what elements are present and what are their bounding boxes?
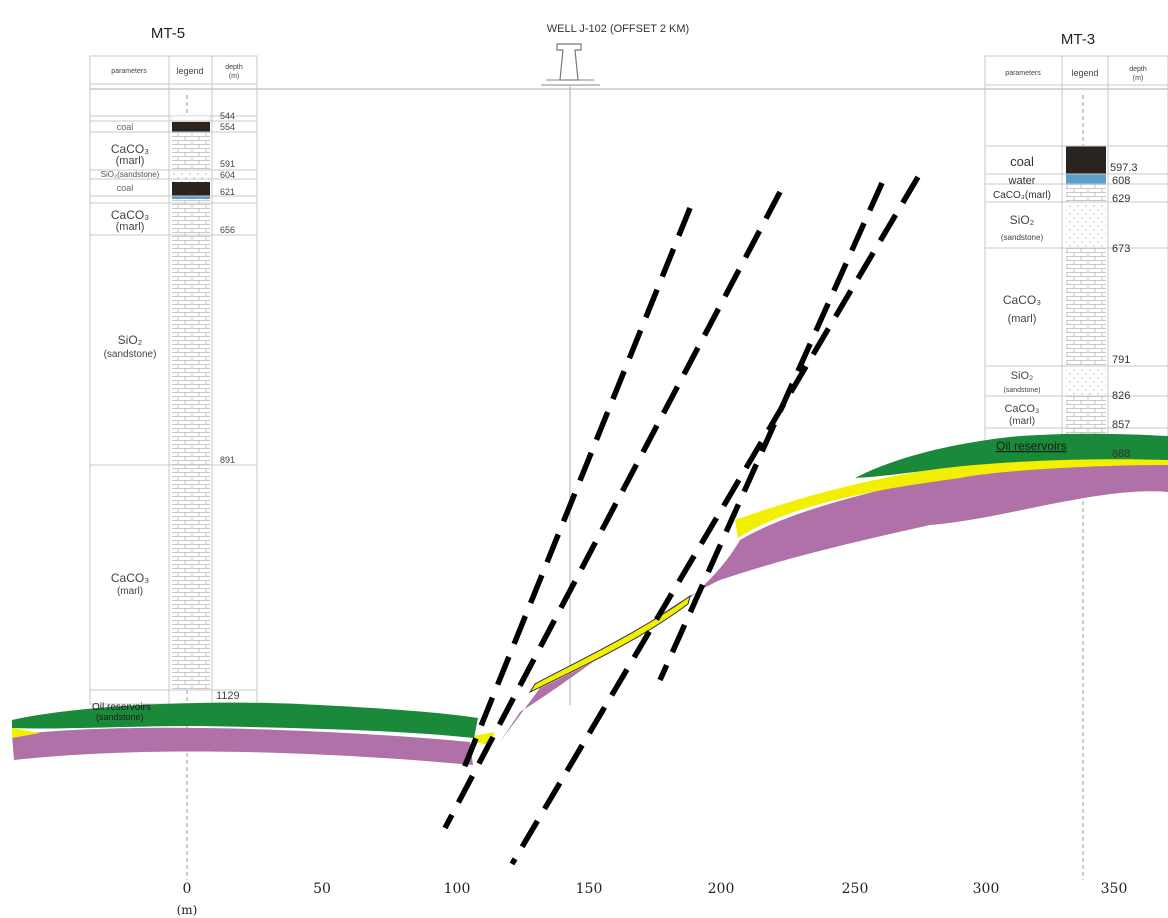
mt5-column: MT-5 parameters legend depth (m) coal Ca… bbox=[89, 25, 258, 723]
mt3-label-caco3-2: CaCO₃ bbox=[1004, 403, 1039, 415]
mt5-depth-656: 656 bbox=[220, 225, 235, 235]
sand-left bbox=[12, 728, 40, 738]
mt5-coal-2 bbox=[172, 182, 210, 196]
mt3-depth-888: 888 bbox=[1112, 448, 1130, 460]
mt5-title: MT-5 bbox=[151, 25, 185, 42]
mt5-label-oil-reservoirs: Oil reservoirs bbox=[92, 702, 151, 713]
mt5-depth-544: 544 bbox=[220, 111, 235, 121]
mt3-label-caco3-marl-1: CaCO₃(marl) bbox=[993, 190, 1051, 201]
axis-tick-150: 150 bbox=[576, 881, 603, 897]
mt5-label-sandstone: (sandstone) bbox=[104, 349, 157, 360]
mt3-depth-597: 597.3 bbox=[1110, 162, 1138, 174]
mt5-label-caco3-1: CaCO₃ bbox=[111, 142, 149, 156]
mt3-depth-608: 608 bbox=[1112, 175, 1130, 187]
axis-tick-0: 0 bbox=[183, 881, 192, 897]
mt5-label-marl-3: (marl) bbox=[117, 586, 143, 597]
mt5-depth-591: 591 bbox=[220, 159, 235, 169]
fault-line-3 bbox=[657, 181, 885, 682]
mt3-label-sandstone-2: (sandstone) bbox=[1004, 387, 1041, 394]
mt5-label-sio2-sandstone-1: SiO₂(sandstone) bbox=[101, 170, 160, 179]
mt5-depth-1129: 1129 bbox=[216, 690, 240, 702]
mt3-label-caco3: CaCO₃ bbox=[1003, 293, 1041, 307]
axis-tick-50: 50 bbox=[313, 881, 331, 897]
mt5-depth-891: 891 bbox=[220, 455, 235, 465]
axis-tick-250: 250 bbox=[842, 881, 869, 897]
oil-reservoir-right bbox=[855, 433, 1168, 478]
mt5-depth-554: 554 bbox=[220, 122, 235, 132]
mt5-header-depth: depth bbox=[225, 64, 243, 71]
mt3-header-depth: depth bbox=[1129, 66, 1147, 73]
mt3-header-legend: legend bbox=[1071, 68, 1098, 78]
fault-line-4 bbox=[509, 175, 921, 866]
axis-tick-350: 350 bbox=[1101, 881, 1128, 897]
mt5-label-oil-sandstone: (sandstone) bbox=[96, 712, 144, 722]
mt5-label-coal-2: coal bbox=[117, 183, 134, 193]
mt3-label-oil-reservoirs: Oil reservoirs bbox=[996, 439, 1067, 453]
mt5-header-legend: legend bbox=[176, 66, 203, 76]
well-derrick-icon bbox=[556, 43, 582, 81]
well-j102: WELL J-102 (OFFSET 2 KM) bbox=[541, 23, 689, 705]
mt3-depth-791: 791 bbox=[1112, 354, 1130, 366]
strata: Oil reservoirs (sandstone) Oil reservoir… bbox=[12, 433, 1168, 765]
fault-line-2 bbox=[442, 190, 783, 830]
sand-middle bbox=[528, 594, 691, 694]
mt5-label-caco3-2: CaCO₃ bbox=[111, 208, 149, 222]
axis-tick-100: 100 bbox=[444, 881, 471, 897]
mt3-depth-857: 857 bbox=[1112, 419, 1130, 431]
mt3-coal bbox=[1066, 146, 1106, 174]
mt3-column: MT-3 parameters legend depth (m) coal wa… bbox=[984, 31, 1168, 485]
mt3-label-sio2-2: SiO₂ bbox=[1011, 370, 1034, 382]
base-layer bbox=[12, 727, 473, 765]
mt5-header-parameters: parameters bbox=[111, 68, 147, 75]
mt3-label-sio2-1: SiO₂ bbox=[1010, 213, 1035, 227]
mt3-label-sandstone-1: (sandstone) bbox=[1001, 233, 1044, 242]
mt5-label-marl-1: (marl) bbox=[116, 155, 145, 167]
axis-unit: (m) bbox=[177, 903, 198, 917]
distance-axis: 0 50 100 150 200 250 300 350 (m) bbox=[177, 881, 1128, 917]
mt3-label-marl: (marl) bbox=[1008, 313, 1037, 325]
mt3-label-marl-2: (marl) bbox=[1009, 416, 1035, 427]
sand-right bbox=[735, 458, 1168, 538]
axis-tick-200: 200 bbox=[708, 881, 735, 897]
mt5-header-depth-unit: (m) bbox=[229, 73, 240, 80]
mt5-coal-1 bbox=[172, 122, 210, 132]
fault-line-1 bbox=[457, 206, 693, 780]
mt3-depth-826: 826 bbox=[1112, 390, 1130, 402]
mt3-header-parameters: parameters bbox=[1005, 70, 1041, 77]
mt5-depth-621: 621 bbox=[220, 187, 235, 197]
mt3-depth-673: 673 bbox=[1112, 243, 1130, 255]
base-layer-raised bbox=[498, 457, 1168, 745]
mt5-label-caco3-3: CaCO₃ bbox=[111, 571, 149, 585]
mt3-label-coal: coal bbox=[1010, 154, 1034, 169]
mt3-water bbox=[1066, 174, 1106, 184]
mt5-depth-604: 604 bbox=[220, 170, 235, 180]
oil-reservoir-left bbox=[12, 702, 478, 738]
mt3-title: MT-3 bbox=[1061, 31, 1095, 48]
well-label: WELL J-102 (OFFSET 2 KM) bbox=[547, 23, 689, 35]
mt5-label-marl-2: (marl) bbox=[116, 221, 145, 233]
axis-tick-300: 300 bbox=[973, 881, 1000, 897]
mt3-header-depth-unit: (m) bbox=[1133, 75, 1144, 82]
faults bbox=[442, 175, 921, 866]
mt3-label-water: water bbox=[1008, 175, 1036, 187]
mt3-depth-629: 629 bbox=[1112, 193, 1130, 205]
mt5-label-coal-1: coal bbox=[117, 122, 134, 132]
mt5-label-sio2: SiO₂ bbox=[118, 333, 143, 347]
